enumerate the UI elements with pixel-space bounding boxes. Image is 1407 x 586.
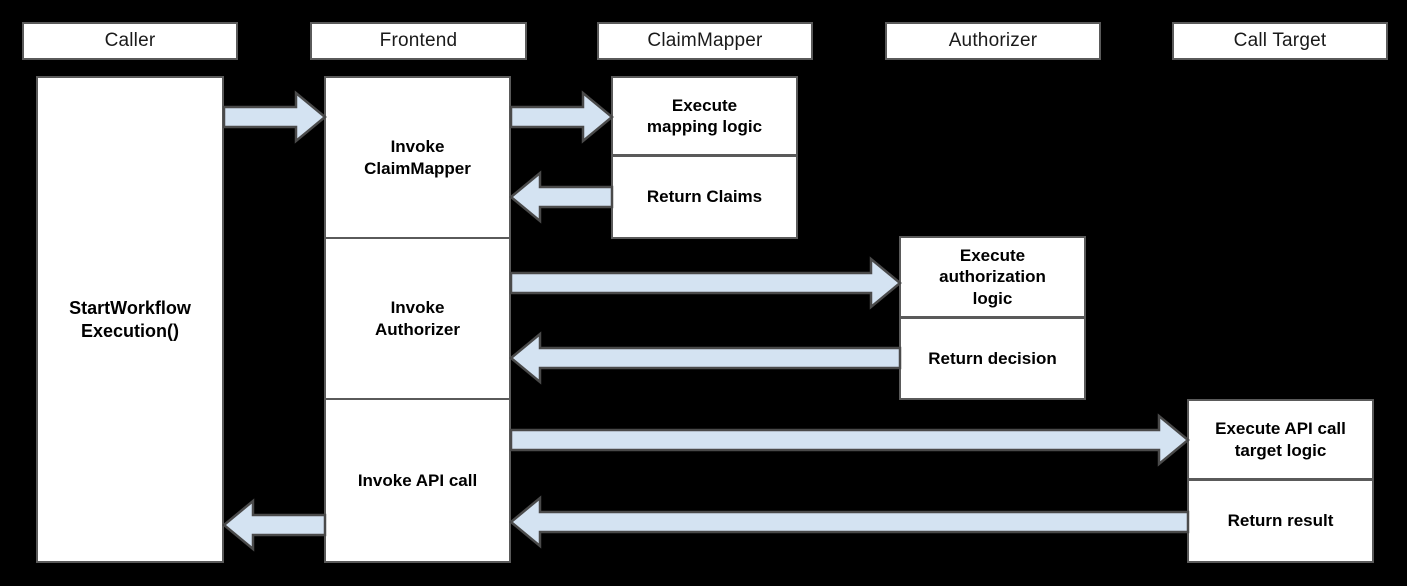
lifeline-header-calltarget-label: Call Target [1233, 30, 1327, 51]
activation-authorizer-return-decision-label: Return decision [928, 348, 1057, 368]
activation-frontend-invoke-api-call-label: Invoke API call [357, 470, 478, 490]
activation-authorizer-execute-authorization-logic-label: Execute authorization logic [939, 246, 1046, 308]
activation-frontend-invoke-authorizer[interactable]: Invoke Authorizer [324, 237, 511, 400]
lifeline-header-claimmapper-label: ClaimMapper [647, 30, 763, 51]
activation-frontend-invoke-api-call[interactable]: Invoke API call [324, 398, 511, 563]
msg-calltarget-to-frontend-arrow [509, 495, 1190, 549]
lifeline-header-frontend[interactable]: Frontend [310, 22, 527, 60]
activation-calltarget-return-result-label: Return result [1227, 511, 1334, 531]
activation-claimmapper-return-claims[interactable]: Return Claims [611, 155, 798, 239]
msg-frontend-to-claimmapper-arrow [509, 90, 614, 144]
msg-frontend-to-caller-arrow [222, 498, 327, 552]
msg-claimmapper-to-frontend-arrow [509, 170, 614, 224]
lifeline-header-calltarget[interactable]: Call Target [1172, 22, 1388, 60]
activation-calltarget-execute-api-call-target-logic[interactable]: Execute API call target logic [1187, 399, 1374, 480]
activation-caller-startworkflowexecution-label: StartWorkflow Execution() [69, 298, 191, 341]
lifeline-header-claimmapper[interactable]: ClaimMapper [597, 22, 813, 60]
activation-claimmapper-execute-mapping-logic-label: Execute mapping logic [646, 95, 763, 136]
activation-frontend-invoke-claimmapper[interactable]: Invoke ClaimMapper [324, 76, 511, 239]
msg-authorizer-to-frontend-arrow [509, 331, 902, 385]
activation-calltarget-execute-api-call-target-logic-label: Execute API call target logic [1215, 419, 1346, 460]
msg-frontend-to-calltarget-arrow [509, 413, 1190, 467]
activation-frontend-invoke-claimmapper-label: Invoke ClaimMapper [364, 137, 471, 178]
activation-caller-startworkflowexecution[interactable]: StartWorkflow Execution() [36, 76, 224, 563]
msg-frontend-to-authorizer-arrow [509, 256, 902, 310]
lifeline-header-authorizer-label: Authorizer [948, 30, 1038, 51]
activation-authorizer-return-decision[interactable]: Return decision [899, 317, 1086, 400]
activation-calltarget-return-result[interactable]: Return result [1187, 479, 1374, 563]
activation-claimmapper-return-claims-label: Return Claims [646, 187, 763, 207]
msg-caller-to-frontend-arrow [222, 90, 327, 144]
lifeline-header-caller[interactable]: Caller [22, 22, 238, 60]
lifeline-header-frontend-label: Frontend [379, 30, 458, 51]
activation-frontend-invoke-authorizer-label: Invoke Authorizer [375, 298, 460, 339]
lifeline-header-caller-label: Caller [104, 30, 156, 51]
lifeline-header-authorizer[interactable]: Authorizer [885, 22, 1101, 60]
activation-claimmapper-execute-mapping-logic[interactable]: Execute mapping logic [611, 76, 798, 156]
activation-authorizer-execute-authorization-logic[interactable]: Execute authorization logic [899, 236, 1086, 318]
